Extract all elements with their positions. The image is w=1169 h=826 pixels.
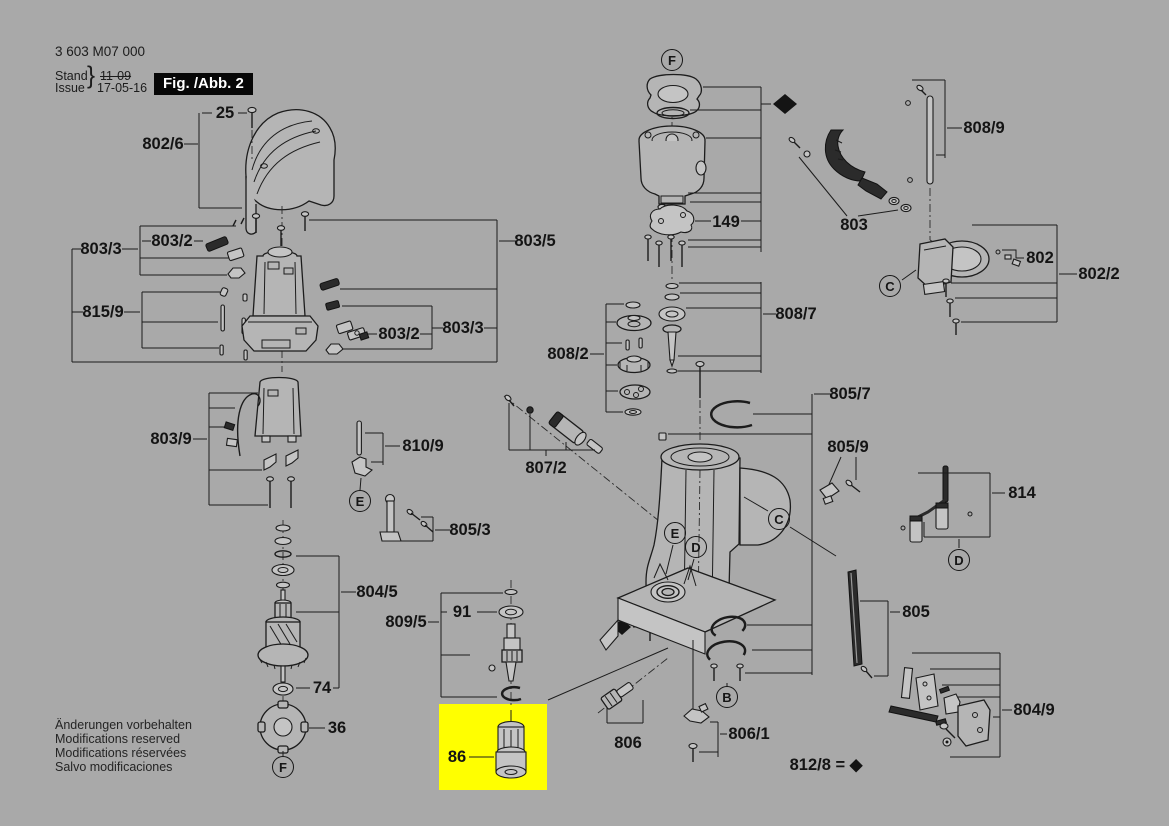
part-gear-set-808-2: [590, 301, 652, 416]
bracket-field-assembly-box: [71, 219, 516, 363]
marker-C-right: C: [879, 275, 901, 297]
screw-25: [247, 106, 257, 128]
part-label-86[interactable]: 86: [447, 747, 467, 766]
marker-E-center: E: [664, 522, 686, 544]
part-label-803-2a: 803/2: [151, 231, 193, 250]
part-label-806: 806: [614, 733, 642, 752]
part-switch-set-804-9: [888, 652, 1012, 758]
marker-D-center: D: [685, 536, 707, 558]
part-label-808-7: 808/7: [775, 304, 817, 323]
part-label-803-9: 803/9: [150, 429, 192, 448]
part-label-149: 149: [712, 212, 740, 231]
part-label-91: 91: [452, 602, 472, 621]
part-motor-cover-802-6: [245, 109, 336, 235]
marker-F-bottom: F: [272, 756, 294, 778]
part-label-36: 36: [327, 718, 347, 737]
part-label-804-5: 804/5: [356, 582, 398, 601]
marker-E-left: E: [349, 490, 371, 512]
issue-value: 17-05-16: [97, 81, 148, 95]
part-clamp-806-1: [683, 640, 727, 762]
part-label-803-5: 803/5: [514, 231, 556, 250]
part-label-810-9: 810/9: [402, 436, 444, 455]
part-clamp-set-805-9: [819, 456, 861, 505]
part-label-809-5: 809/5: [385, 612, 427, 631]
part-clamp-collar-802: [901, 224, 1077, 335]
part-brush-holder-set-left: [205, 217, 248, 361]
part-star-washer-36: [257, 700, 325, 756]
type-number: 3 603 M07 000: [55, 44, 146, 59]
part-clamp-lever-803: [788, 129, 912, 217]
legal-line-fr: Modifications réservées: [55, 746, 187, 760]
stand-issue-brace: }: [87, 61, 96, 90]
legal-line-de: Änderungen vorbehalten: [55, 718, 192, 732]
part-label-803-2b: 803/2: [378, 324, 420, 343]
part-label-814: 814: [1008, 483, 1036, 502]
part-gear-housing: [547, 360, 837, 701]
part-gear-spindle-808-7: [658, 282, 776, 374]
part-label-808-2: 808/2: [547, 344, 589, 363]
legal-line-en: Modifications reserved: [55, 732, 181, 746]
marker-B: B: [716, 686, 738, 708]
part-label-802: 802: [1026, 248, 1054, 267]
part-label-25: 25: [215, 103, 235, 122]
part-label-74: 74: [312, 678, 332, 697]
legal-line-es: Salvo modificaciones: [55, 760, 173, 774]
issue-label: Issue: [55, 81, 85, 95]
part-label-803-3b: 803/3: [442, 318, 484, 337]
diamond-marker-top: [773, 94, 797, 114]
stand-label: Stand: [55, 69, 88, 83]
part-chuck-86[interactable]: [469, 710, 527, 779]
part-label-805: 805: [902, 602, 930, 621]
part-pinion-806: [597, 657, 669, 724]
marker-C-center: C: [768, 508, 790, 530]
part-label-803-3a: 803/3: [80, 239, 122, 258]
part-label-805-9: 805/9: [827, 437, 869, 456]
stand-value: 11-09: [100, 69, 132, 83]
part-label-807-2: 807/2: [525, 458, 567, 477]
part-field-motor: [241, 206, 319, 372]
part-guide-rod-808-9: [905, 79, 962, 259]
part-lever-805-3: [379, 493, 450, 542]
figure-label: Fig. /Abb. 2: [154, 73, 253, 95]
part-bearing-flange-assembly-top: [638, 73, 797, 280]
part-label-812-8: 812/8 = ◆: [789, 755, 863, 774]
marker-D-right: D: [948, 549, 970, 571]
part-rubber-strip-805: [847, 569, 900, 679]
part-label-802-2: 802/2: [1078, 264, 1120, 283]
part-screws-right-of-motor: [319, 278, 370, 355]
part-pin-clip-810-9: [351, 420, 400, 491]
part-label-808-9: 808/9: [963, 118, 1005, 137]
highlight-selected-part[interactable]: [439, 704, 547, 790]
part-armature-assembly-804-5: [257, 520, 356, 704]
part-label-805-3: 805/3: [449, 520, 491, 539]
marker-F-top: F: [661, 49, 683, 71]
part-label-805-7: 805/7: [829, 384, 871, 403]
part-spindle-assembly-91: [428, 580, 524, 706]
part-carbon-brush-set-814: [900, 465, 1005, 548]
part-label-806-1: 806/1: [728, 724, 770, 743]
part-label-815-9: 815/9: [82, 302, 124, 321]
part-coupling-807-2: [503, 394, 665, 526]
part-label-803: 803: [840, 215, 868, 234]
part-retaining-rings-B: [706, 615, 747, 687]
part-label-802-6: 802/6: [142, 134, 184, 153]
part-field-assembly-803-9: [193, 376, 302, 508]
bracket-25-802-6: [184, 112, 247, 209]
part-label-804-9: 804/9: [1013, 700, 1055, 719]
